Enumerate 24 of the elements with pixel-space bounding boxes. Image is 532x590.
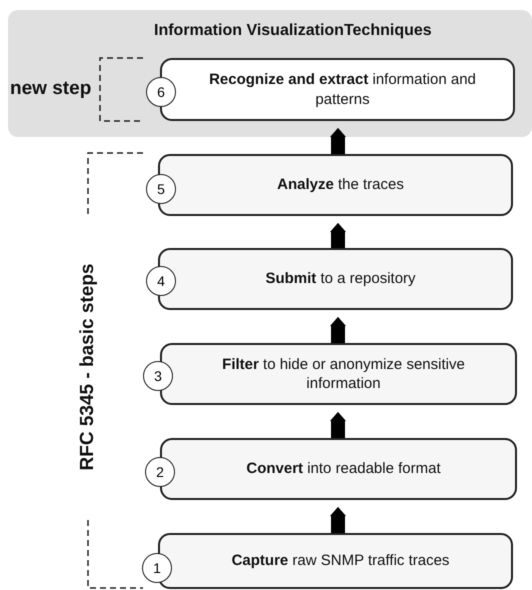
- step-box: [160, 343, 517, 405]
- vertical-bracket-label: RFC 5345 - basic steps: [77, 264, 99, 470]
- step-number: 1: [142, 553, 172, 583]
- step-text: Analyze the traces: [277, 175, 404, 195]
- step-number: 4: [146, 266, 176, 296]
- step-number: 2: [145, 457, 175, 487]
- step-text: Submit to a repository: [265, 269, 416, 289]
- step-text: Capture raw SNMP traffic traces: [232, 551, 450, 571]
- step-text: Filter to hide or anonymize sensitive information: [221, 354, 466, 394]
- arrow: [330, 222, 346, 248]
- step-box: [158, 248, 513, 310]
- arrow: [330, 128, 346, 154]
- group-title: Information VisualizationTechniques: [154, 22, 432, 40]
- step-number: 3: [143, 361, 173, 391]
- arrow: [330, 412, 346, 438]
- step-text: Convert into readable format: [246, 459, 441, 479]
- arrow: [330, 316, 346, 343]
- step-box: [158, 154, 513, 216]
- step-text: Recognize and extract information and patterns: [208, 70, 477, 109]
- arrow: [330, 506, 346, 533]
- bracket-label: new step: [10, 78, 92, 100]
- step-number: 6: [146, 77, 176, 107]
- step-number: 5: [146, 174, 176, 204]
- group-band: [8, 10, 532, 137]
